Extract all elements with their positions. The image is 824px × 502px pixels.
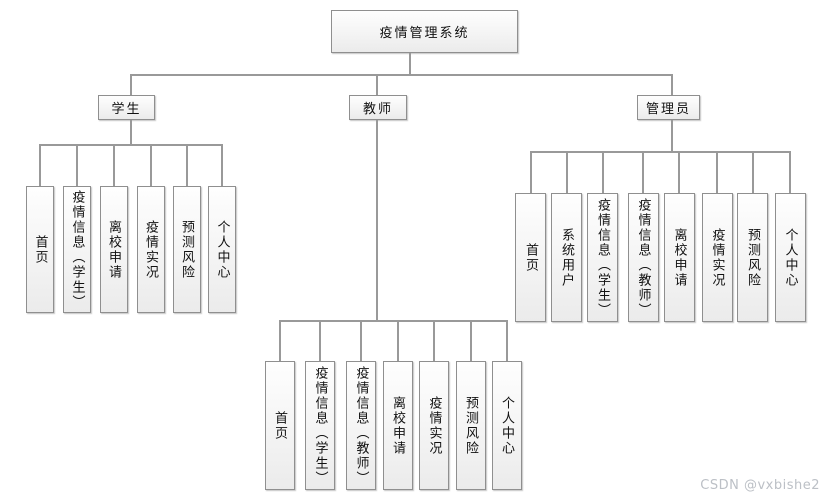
leaf-node: 首页 [26, 186, 54, 313]
connector-child-stub [789, 152, 791, 193]
connector-root-drop [409, 53, 411, 75]
connector-child-stub [469, 321, 472, 361]
connector-branch-stub [671, 75, 673, 95]
leaf-node: 预测风险 [737, 193, 768, 322]
leaf-node: 疫情信息（学生） [305, 361, 335, 490]
leaf-node: 疫情信息（教师） [627, 193, 659, 322]
leaf-node: 个人中心 [208, 186, 236, 313]
connector-branch-stub [130, 75, 132, 95]
connector-child-stub [112, 145, 115, 186]
leaf-node: 疫情实况 [701, 193, 733, 322]
leaf-node: 首页 [515, 193, 546, 322]
branch-node: 管理员 [637, 95, 700, 120]
connector-child-stub [505, 321, 508, 361]
leaf-node: 疫情信息（教师） [346, 361, 376, 490]
connector-children [278, 320, 508, 322]
leaf-node: 离校申请 [99, 186, 128, 313]
leaf-node: 离校申请 [382, 361, 413, 490]
connector-child-stub [433, 321, 435, 361]
connector-child-stub [360, 321, 362, 361]
leaf-node: 疫情实况 [419, 361, 449, 490]
connector-child-stub [642, 152, 644, 193]
connector-child-stub [565, 152, 568, 193]
leaf-node: 预测风险 [172, 186, 201, 313]
branch-node: 学生 [98, 95, 155, 120]
connector-child-stub [149, 145, 152, 186]
leaf-node: 疫情实况 [136, 186, 165, 313]
leaf-node: 首页 [264, 361, 295, 490]
connector-child-stub [319, 321, 321, 361]
connector-child-stub [751, 152, 754, 193]
leaf-node: 个人中心 [774, 193, 806, 322]
connector-child-stub [716, 152, 718, 193]
connector-child-stub [601, 152, 604, 193]
watermark: CSDN @vxbishe2 [700, 478, 820, 493]
connector-branch-drop [376, 120, 378, 321]
connector-child-stub [39, 145, 41, 186]
leaf-node: 预测风险 [455, 361, 486, 490]
branch-node: 教师 [349, 95, 407, 120]
connector-child-stub [76, 145, 78, 186]
connector-child-stub [278, 321, 281, 361]
connector-child-stub [678, 152, 680, 193]
connector-branch-stub [376, 75, 378, 95]
root-node: 疫情管理系统 [331, 10, 518, 53]
leaf-node: 疫情信息（学生） [587, 193, 618, 322]
connector-child-stub [221, 145, 223, 186]
connector-child-stub [396, 321, 399, 361]
connector-branch-drop [671, 120, 673, 152]
leaf-node: 系统用户 [551, 193, 582, 322]
connector-children [529, 151, 791, 153]
connector-children [39, 144, 223, 146]
connector-tier1 [130, 74, 673, 76]
connector-branch-drop [130, 120, 132, 145]
leaf-node: 个人中心 [491, 361, 522, 490]
leaf-node: 离校申请 [663, 193, 695, 322]
connector-child-stub [529, 152, 532, 193]
leaf-node: 疫情信息（学生） [63, 186, 91, 313]
connector-child-stub [185, 145, 188, 186]
